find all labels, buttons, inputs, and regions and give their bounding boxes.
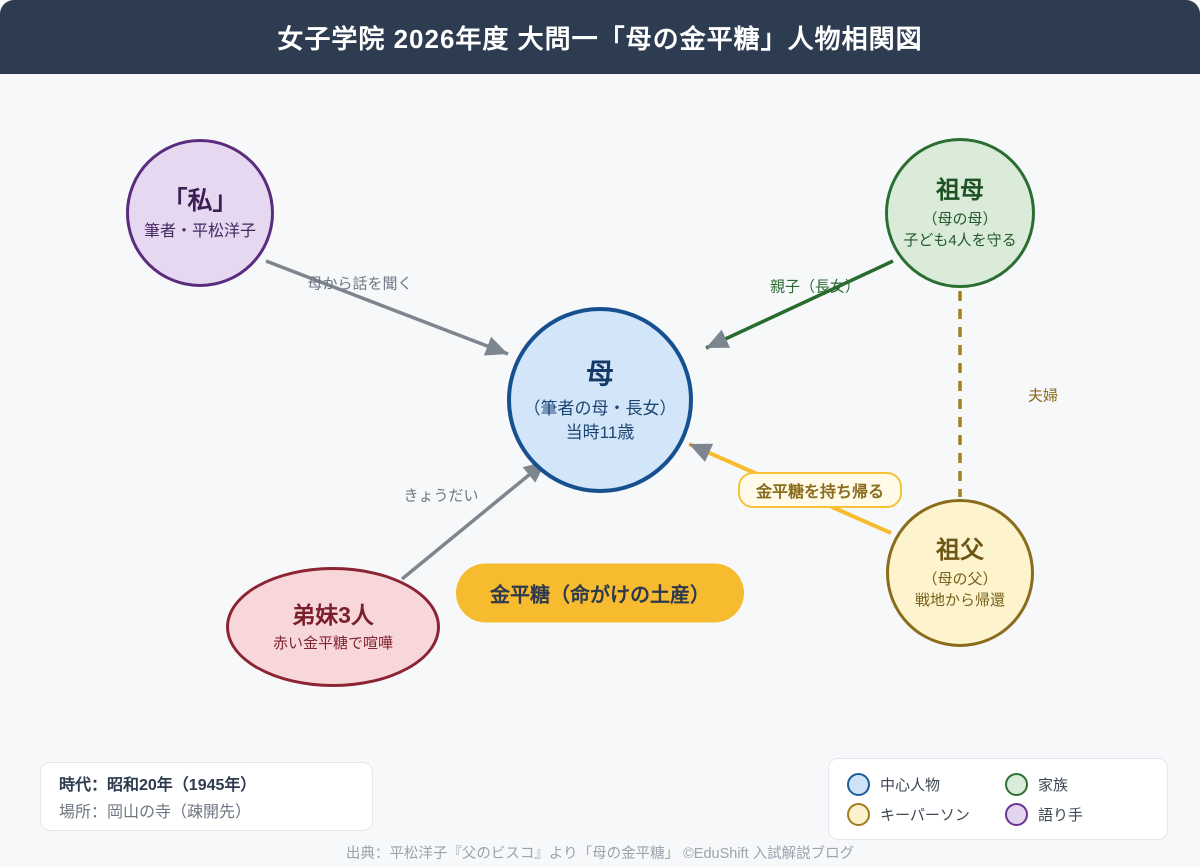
edge-teimai-to-haha	[400, 459, 548, 581]
context-info-box: 時代：昭和20年（1945年） 場所：岡山の寺（疎開先）	[40, 762, 373, 831]
node-sofu-subtitle: （母の父）	[922, 570, 998, 588]
konpeito-pill: 金平糖（命がけの土産）	[456, 563, 744, 623]
legend: 中心人物 家族 キーパーソン 語り手	[828, 758, 1168, 840]
legend-item-family: 家族	[1005, 772, 1149, 796]
edge-label-teimai-haha: きょうだい	[403, 487, 479, 505]
node-haha-title: 母	[585, 358, 614, 390]
node-sofu-title: 祖父	[936, 536, 984, 564]
era-text: 時代：昭和20年（1945年）	[59, 777, 257, 794]
edge-label-sobo-haha: 親子（長女）	[769, 278, 861, 296]
header-bar: 女子学院 2026年度 大問一「母の金平糖」人物相関図	[0, 0, 1200, 74]
legend-label: 中心人物	[880, 776, 941, 794]
node-haha-subtitle: （筆者の母・長女）	[523, 398, 677, 418]
edge-label-watashi-haha: 母から話を聞く	[307, 275, 413, 293]
legend-label: 家族	[1038, 776, 1069, 794]
node-sobo-title: 祖母	[936, 176, 984, 204]
legend-swatch-blue-circle-icon	[847, 772, 870, 796]
node-sobo: 祖母 （母の母） 子ども4人を守る	[885, 138, 1035, 288]
node-watashi-title: 「私」	[162, 187, 238, 216]
legend-swatch-yellow-circle-icon	[847, 802, 870, 826]
legend-swatch-purple-circle-icon	[1005, 802, 1028, 826]
node-teimai-subtitle: 赤い金平糖で喧嘩	[272, 634, 393, 652]
edge-badge-konpeito: 金平糖を持ち帰る	[737, 472, 903, 508]
place-text: 場所：岡山の寺（疎開先）	[59, 804, 252, 821]
node-watashi-subtitle: 筆者・平松洋子	[143, 222, 256, 240]
legend-item-keyperson: キーパーソン	[847, 802, 1005, 826]
node-watashi: 「私」 筆者・平松洋子	[126, 139, 274, 287]
node-sobo-subtitle: （母の母）	[922, 210, 998, 228]
edge-sobo-to-haha	[705, 259, 894, 350]
node-sofu: 祖父 （母の父） 戦地から帰還	[886, 499, 1034, 647]
legend-swatch-green-circle-icon	[1005, 772, 1028, 796]
node-haha-detail: 当時11歳	[565, 423, 635, 443]
node-sobo-detail: 子ども4人を守る	[903, 232, 1017, 250]
legend-label: 語り手	[1038, 806, 1084, 824]
node-teimai-title: 弟妹3人	[292, 602, 374, 629]
source-credit: 出典：平松洋子『父のビスコ』より「母の金平糖」 ©EduShift 入試解説ブロ…	[345, 846, 855, 862]
legend-label: キーパーソン	[880, 806, 970, 824]
node-teimai: 弟妹3人 赤い金平糖で喧嘩	[226, 567, 440, 687]
legend-item-center-person: 中心人物	[847, 772, 1005, 796]
node-haha: 母 （筆者の母・長女） 当時11歳	[507, 307, 693, 493]
page-title: 女子学院 2026年度 大問一「母の金平糖」人物相関図	[277, 23, 923, 54]
edge-label-sobo-sofu: 夫婦	[1027, 387, 1059, 405]
node-sofu-detail: 戦地から帰還	[914, 592, 1005, 610]
legend-item-narrator: 語り手	[1005, 802, 1149, 826]
